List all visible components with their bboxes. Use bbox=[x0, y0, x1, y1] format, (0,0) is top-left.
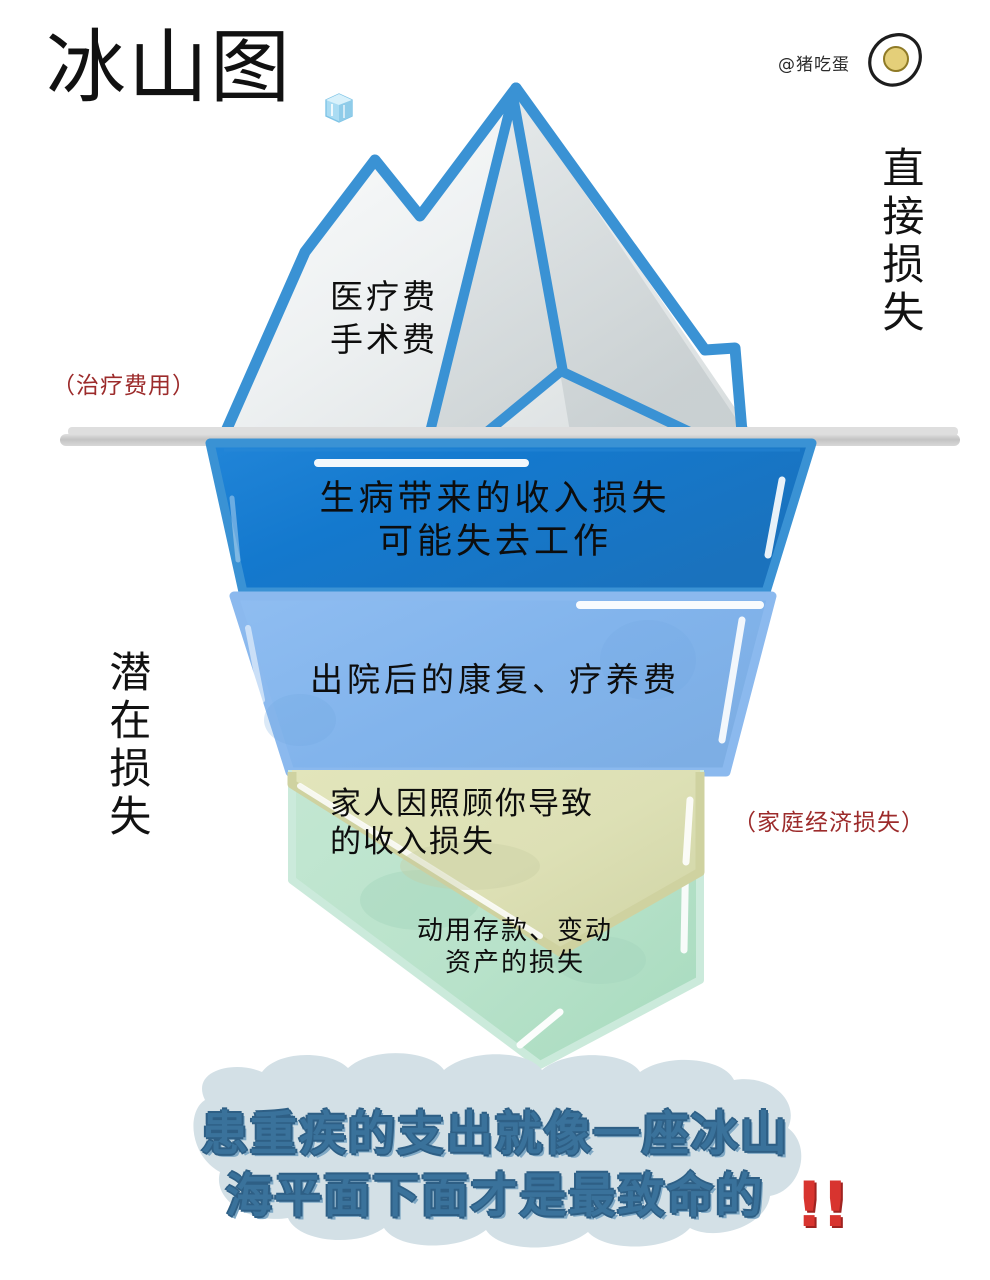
tip-outline-left bbox=[216, 82, 522, 446]
direct-loss-label: 直接损失 bbox=[875, 146, 925, 338]
tip-inner-fold bbox=[425, 91, 568, 437]
page-title: 冰山图 bbox=[46, 21, 292, 114]
band-label-rehab-cost: 出院后的康复、疗养费 bbox=[310, 660, 680, 699]
band-label-asset-loss: 动用存款、变动 资产的损失 bbox=[416, 916, 613, 978]
band-family-income-loss bbox=[287, 770, 705, 957]
band-label-family-income-loss: 家人因照顾你导致 的收入损失 bbox=[330, 786, 594, 860]
band-rehab-cost bbox=[229, 591, 777, 777]
treatment-cost-annotation: （治疗费用） bbox=[52, 373, 196, 399]
banner-headline: 患重疾的支出就像一座冰山 海平面下面才是最致命的 bbox=[201, 1107, 789, 1225]
fried-egg-icon bbox=[868, 33, 922, 87]
family-economic-loss-annotation: （家庭经济损失） bbox=[733, 810, 925, 836]
tip-inner-ridge bbox=[558, 367, 695, 437]
watermark-text: @猪吃蛋 bbox=[778, 55, 850, 75]
latent-loss-label: 潜在损失 bbox=[102, 650, 152, 842]
band-label-income-loss: 生病带来的收入损失 可能失去工作 bbox=[319, 479, 671, 562]
banner-cloud bbox=[193, 1053, 802, 1248]
tip-label: 医疗费 手术费 bbox=[330, 277, 438, 359]
banner-exclamation: !! bbox=[795, 1168, 850, 1241]
tip-inner-shade bbox=[432, 92, 745, 432]
iceberg-tip bbox=[216, 82, 750, 446]
tip-outline-right bbox=[510, 82, 748, 438]
ice-cube-icon bbox=[325, 93, 353, 123]
